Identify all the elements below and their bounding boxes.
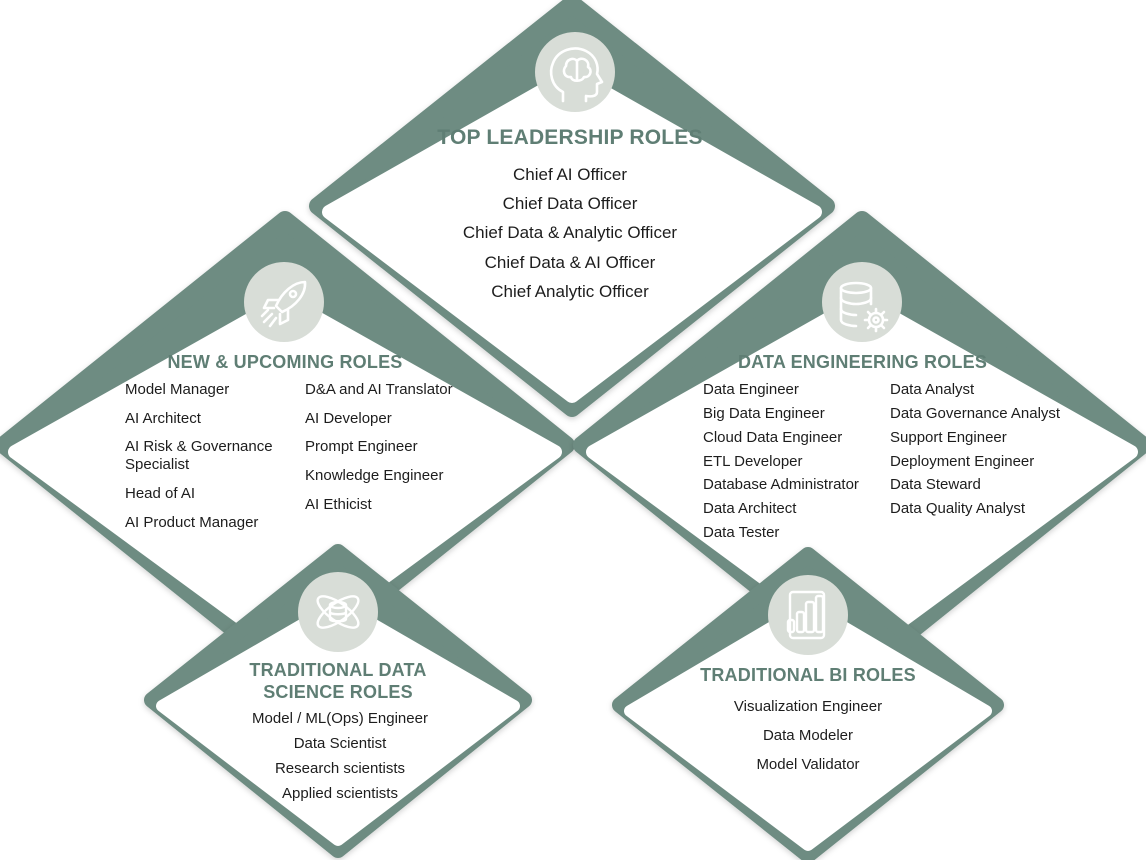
new-upcoming-role: D&A and AI Translator bbox=[305, 381, 453, 398]
leadership-title: TOP LEADERSHIP ROLES bbox=[437, 126, 703, 149]
data-engineering-role: Support Engineer bbox=[890, 429, 1007, 446]
data-engineering-role: Data Tester bbox=[703, 524, 780, 541]
new-upcoming-role: AI Architect bbox=[125, 410, 201, 427]
bi-title: TRADITIONAL BI ROLES bbox=[700, 665, 916, 685]
leadership-diamond bbox=[309, 0, 835, 417]
leadership-role: Chief Analytic Officer bbox=[491, 282, 649, 301]
new-upcoming-role: AI Ethicist bbox=[305, 496, 372, 513]
data-engineering-role: Big Data Engineer bbox=[703, 405, 825, 422]
data-science-role: Data Scientist bbox=[293, 735, 387, 752]
data-engineering-role: Data Engineer bbox=[703, 381, 799, 398]
leadership-role: Chief Data Officer bbox=[502, 194, 638, 213]
data-engineering-role: Data Analyst bbox=[890, 381, 975, 398]
data-engineering-diamond bbox=[573, 211, 1146, 679]
data-engineering-role: Data Governance Analyst bbox=[890, 405, 1061, 422]
leadership-role: Chief Data & AI Officer bbox=[484, 253, 656, 272]
data-science-role: Research scientists bbox=[274, 760, 406, 777]
data-engineering-role: Data Architect bbox=[703, 500, 797, 517]
bi-role: Model Validator bbox=[756, 756, 860, 773]
rocket-icon bbox=[244, 262, 324, 342]
bi-role: Visualization Engineer bbox=[733, 698, 883, 715]
data-engineering-role: Database Administrator bbox=[703, 476, 859, 493]
data-engineering-role: ETL Developer bbox=[703, 453, 803, 470]
leadership-role: Chief Data & Analytic Officer bbox=[462, 223, 678, 242]
new-upcoming-role: Model Manager bbox=[125, 381, 230, 398]
data-engineering-role: Data Quality Analyst bbox=[890, 500, 1026, 517]
data-science-role: Model / ML(Ops) Engineer bbox=[252, 710, 428, 727]
data-science-title: TRADITIONAL DATA SCIENCE ROLES bbox=[249, 660, 427, 702]
data-science-diamond bbox=[144, 544, 532, 858]
database-gear-icon bbox=[822, 262, 902, 342]
brain-head-icon bbox=[535, 32, 615, 112]
data-engineering-role: Deployment Engineer bbox=[890, 453, 1035, 470]
data-engineering-role: Cloud Data Engineer bbox=[703, 429, 843, 446]
new-upcoming-title: NEW & UPCOMING ROLES bbox=[167, 352, 403, 372]
bi-role: Data Modeler bbox=[762, 727, 854, 744]
power-bi-icon bbox=[768, 575, 848, 655]
new-upcoming-role: Prompt Engineer bbox=[305, 438, 418, 455]
data-engineering-role: Data Steward bbox=[890, 476, 981, 493]
leadership-role: Chief AI Officer bbox=[512, 165, 627, 184]
new-upcoming-role: AI Risk & Governance Specialist bbox=[125, 438, 273, 473]
new-upcoming-role: Head of AI bbox=[125, 485, 196, 502]
data-engineering-title: DATA ENGINEERING ROLES bbox=[737, 352, 988, 372]
new-upcoming-role: Knowledge Engineer bbox=[305, 467, 444, 484]
new-upcoming-role: AI Developer bbox=[305, 410, 392, 427]
new-upcoming-role: AI Product Manager bbox=[125, 514, 259, 531]
bi-diamond bbox=[612, 547, 1004, 860]
data-science-role: Applied scientists bbox=[282, 785, 398, 802]
atom-database-icon bbox=[298, 572, 378, 652]
